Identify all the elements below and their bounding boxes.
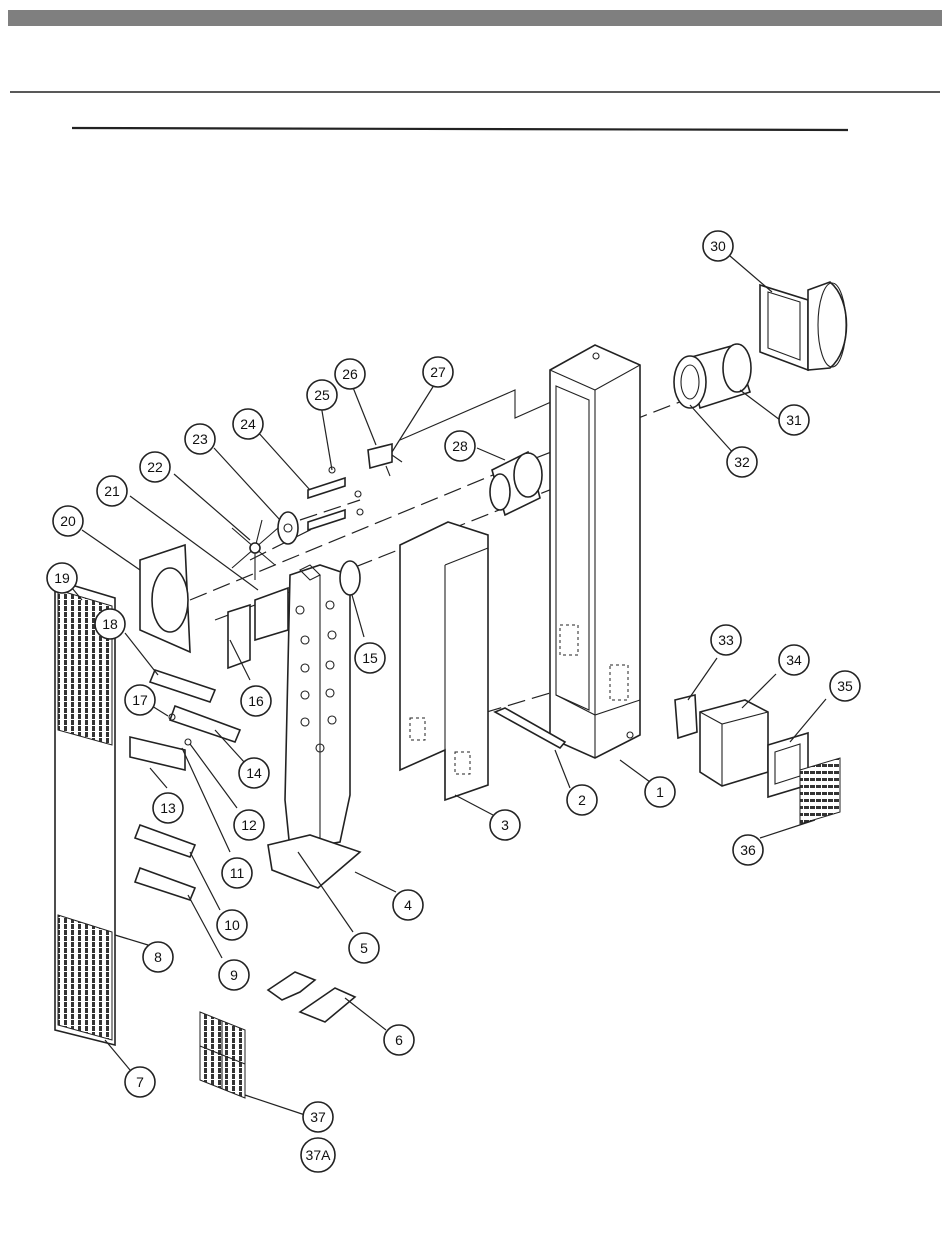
part-37-grille <box>200 1012 245 1098</box>
callout-17: 17 <box>125 685 155 715</box>
callout-text: 26 <box>342 366 358 382</box>
callout-31: 31 <box>779 405 809 435</box>
callout-text: 21 <box>104 483 120 499</box>
callout-20: 20 <box>53 506 83 536</box>
callout-text: 31 <box>786 412 802 428</box>
callout-text: 7 <box>136 1074 144 1090</box>
callout-text: 11 <box>230 865 245 881</box>
callout-text: 14 <box>246 765 262 781</box>
callout-36: 36 <box>733 835 763 865</box>
part-22-fan <box>232 520 278 580</box>
callout-32: 32 <box>727 447 757 477</box>
callout-text: 19 <box>54 570 70 586</box>
callout-12: 12 <box>234 810 264 840</box>
callout-21: 21 <box>97 476 127 506</box>
callout-19: 19 <box>47 563 77 593</box>
part-26-27-switch <box>368 444 402 476</box>
callout-text: 2 <box>578 792 586 808</box>
callout-text: 36 <box>740 842 756 858</box>
callout-text: 1 <box>656 784 664 800</box>
callout-37: 37 <box>303 1102 333 1132</box>
callout-text: 16 <box>248 693 264 709</box>
callout-26: 26 <box>335 359 365 389</box>
callout-1: 1 <box>645 777 675 807</box>
callout-text: 22 <box>147 459 163 475</box>
callout-text: 37 <box>310 1109 326 1125</box>
callout-37a: 37A <box>301 1138 335 1172</box>
callout-14: 14 <box>239 758 269 788</box>
callout-text: 33 <box>718 632 734 648</box>
callout-3: 3 <box>490 810 520 840</box>
callout-text: 28 <box>452 438 468 454</box>
callout-text: 25 <box>314 387 330 403</box>
callout-text: 27 <box>430 364 446 380</box>
callout-25: 25 <box>307 380 337 410</box>
callout-15: 15 <box>355 643 385 673</box>
callout-text: 5 <box>360 940 368 956</box>
part-20-plate <box>140 545 190 652</box>
callout-34: 34 <box>779 645 809 675</box>
callout-text: 4 <box>404 897 412 913</box>
callout-18: 18 <box>95 609 125 639</box>
part-30-vent-terminal <box>760 282 847 370</box>
callout-text: 20 <box>60 513 76 529</box>
callout-9: 9 <box>219 960 249 990</box>
part-16-21-frame <box>228 588 288 668</box>
callout-35: 35 <box>830 671 860 701</box>
callout-text: 24 <box>240 416 256 432</box>
callout-text: 32 <box>734 454 750 470</box>
callout-23: 23 <box>185 424 215 454</box>
header-bar <box>8 10 942 26</box>
callout-33: 33 <box>711 625 741 655</box>
callout-16: 16 <box>241 686 271 716</box>
callout-text: 8 <box>154 949 162 965</box>
callout-7: 7 <box>125 1067 155 1097</box>
part-1-cabinet <box>550 345 640 758</box>
callout-text: 13 <box>160 800 176 816</box>
part-28-sleeve <box>490 452 542 515</box>
callout-30: 30 <box>703 231 733 261</box>
callout-text: 9 <box>230 967 238 983</box>
callout-6: 6 <box>384 1025 414 1055</box>
part-31-32-pipe <box>674 344 751 408</box>
callout-28: 28 <box>445 431 475 461</box>
part-3-panels <box>400 522 488 800</box>
callout-text: 23 <box>192 431 208 447</box>
callout-2: 2 <box>567 785 597 815</box>
callout-text: 34 <box>786 652 802 668</box>
callout-27: 27 <box>423 357 453 387</box>
title-rule <box>72 128 848 130</box>
callout-text: 17 <box>132 692 148 708</box>
callout-text: 6 <box>395 1032 403 1048</box>
callout-text: 30 <box>710 238 726 254</box>
part-15-ring <box>340 561 360 595</box>
callout-4: 4 <box>393 890 423 920</box>
part-33-36-sleeve <box>675 695 840 824</box>
callout-text: 12 <box>241 817 257 833</box>
callout-22: 22 <box>140 452 170 482</box>
callout-11: 11 <box>222 858 252 888</box>
part-front-panel <box>55 580 115 1045</box>
part-24-25-brackets <box>308 467 363 530</box>
callout-text: 35 <box>837 678 853 694</box>
callout-5: 5 <box>349 933 379 963</box>
callout-text: 10 <box>224 917 240 933</box>
callout-10: 10 <box>217 910 247 940</box>
callout-text: 15 <box>362 650 378 666</box>
callout-13: 13 <box>153 793 183 823</box>
callout-24: 24 <box>233 409 263 439</box>
callout-8: 8 <box>143 942 173 972</box>
callout-text: 3 <box>501 817 509 833</box>
callout-text: 37A <box>306 1147 332 1163</box>
callout-text: 18 <box>102 616 118 632</box>
part-6-handles <box>268 972 355 1022</box>
part-23-motor <box>278 512 298 544</box>
